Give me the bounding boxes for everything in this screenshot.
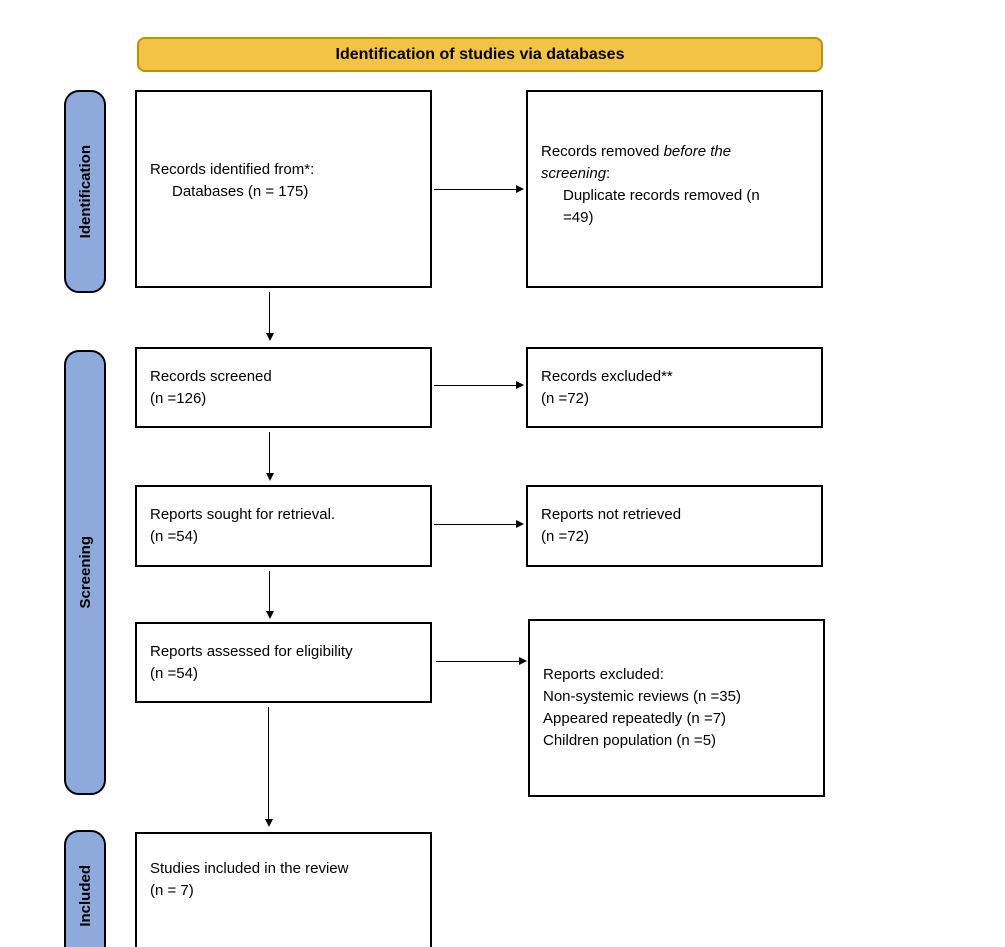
box-reports-sought: Reports sought for retrieval. (n =54) [135, 485, 432, 567]
records-screened-line1: Records screened [150, 367, 272, 385]
records-identified-line1: Records identified from*: [150, 161, 315, 178]
reports-not-retrieved-line2: (n =72) [541, 528, 589, 545]
reports-excluded-line2: Non-systemic reviews (n =35) [543, 688, 741, 705]
arrow-assessed-to-reports-excluded [436, 657, 527, 665]
records-identified-line2: Databases (n = 175) [172, 183, 309, 200]
box-records-screened: Records screened (n =126) [135, 347, 432, 428]
stage-label-screening: Screening [64, 350, 106, 795]
records-removed-italic: before the screening [541, 143, 732, 182]
records-removed-prefix: Records removed [541, 143, 664, 160]
records-excluded-line1: Records excluded** [541, 367, 673, 385]
records-excluded-line2: (n =72) [541, 389, 589, 407]
arrow-sought-to-assessed [266, 571, 274, 619]
reports-excluded-line4: Children population (n =5) [543, 732, 717, 749]
arrow-assessed-to-included [265, 707, 273, 827]
arrow-screened-to-sought [266, 432, 274, 481]
reports-assessed-line1: Reports assessed for eligibility [150, 642, 353, 660]
box-studies-included: Studies included in the review (n = 7) [135, 832, 432, 947]
box-reports-assessed: Reports assessed for eligibility (n =54) [135, 622, 432, 703]
box-reports-excluded: Reports excluded: Non-systemic reviews (… [528, 619, 825, 797]
reports-assessed-line2: (n =54) [150, 664, 198, 682]
box-records-excluded: Records excluded** (n =72) [526, 347, 823, 428]
records-removed-line1: Records removed before the screening: [541, 141, 765, 185]
arrow-screened-to-excluded [434, 381, 524, 389]
arrow-identified-to-removed [434, 185, 524, 193]
box-reports-not-retrieved: Reports not retrieved (n =72) [526, 485, 823, 567]
records-removed-suffix: : [606, 165, 611, 182]
stage-label-screening-text: Screening [76, 536, 94, 609]
banner-identification-of-studies: Identification of studies via databases [137, 37, 823, 72]
records-screened-line2: (n =126) [150, 389, 207, 407]
reports-excluded-line1: Reports excluded: [543, 666, 664, 683]
stage-label-identification-text: Identification [76, 144, 94, 239]
reports-sought-line2: (n =54) [150, 528, 198, 545]
studies-included-line2: (n = 7) [150, 882, 194, 899]
records-removed-detail: Duplicate records removed (n =49) [563, 187, 760, 226]
banner-label: Identification of studies via databases [335, 45, 625, 63]
reports-sought-line1: Reports sought for retrieval. [150, 506, 336, 523]
stage-label-included-text: Included [76, 865, 94, 927]
stage-label-identification: Identification [64, 90, 106, 293]
stage-label-included: Included [64, 830, 106, 947]
box-records-removed: Records removed before the screening: Du… [526, 90, 823, 288]
arrow-identified-to-screened [266, 292, 274, 341]
reports-excluded-line3: Appeared repeatedly (n =7) [543, 710, 727, 727]
box-records-identified: Records identified from*: Databases (n =… [135, 90, 432, 288]
reports-not-retrieved-line1: Reports not retrieved [541, 506, 682, 523]
studies-included-line1: Studies included in the review [150, 860, 349, 877]
arrow-sought-to-not-retrieved [434, 520, 524, 528]
